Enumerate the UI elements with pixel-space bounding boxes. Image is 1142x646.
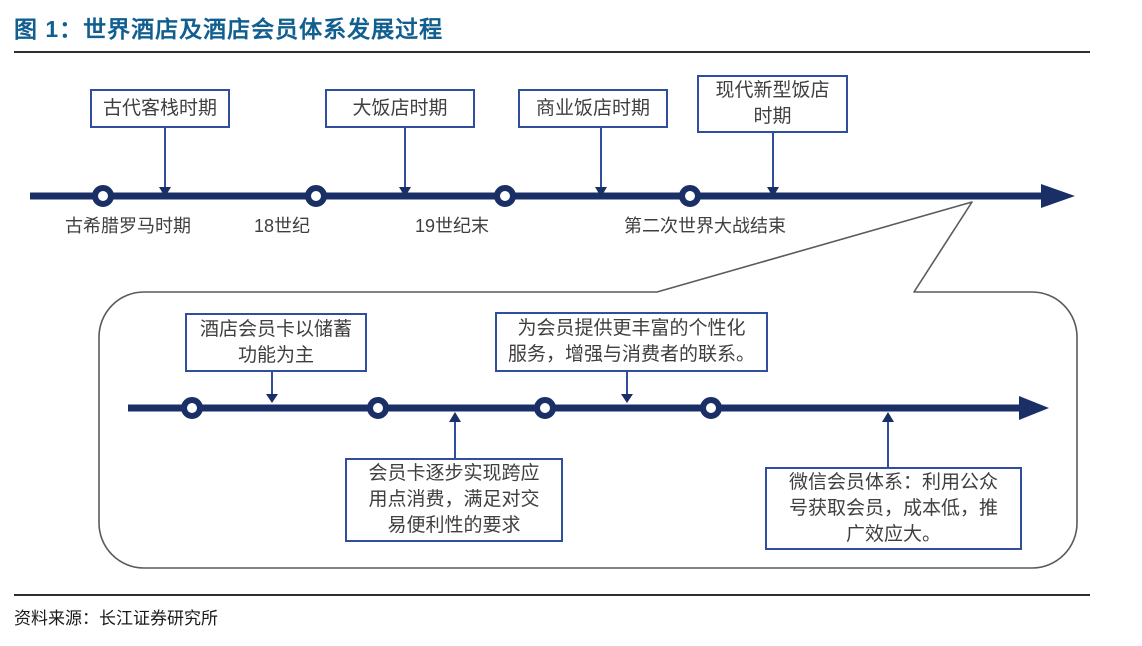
down-arrowhead-icon <box>266 394 278 403</box>
source-divider <box>14 594 1090 596</box>
timeline-arrowhead-icon <box>1041 184 1075 208</box>
era-box-grand-hotel: 大饭店时期 <box>325 89 475 128</box>
callout-box-personalized-service: 为会员提供更丰富的个性化 服务，增强与消费者的联系。 <box>495 312 768 372</box>
milestone-label-post-wwii: 第二次世界大战结束 <box>624 216 786 236</box>
timeline-node-icon <box>679 185 701 207</box>
era-box-commercial-hotel: 商业饭店时期 <box>518 89 668 128</box>
era-arrowhead-icon <box>159 187 171 197</box>
title-divider <box>14 51 1090 53</box>
milestone-label-18th-century: 18世纪 <box>253 216 311 236</box>
timeline-arrowhead-icon <box>1019 396 1049 420</box>
hotel-history-timeline <box>30 128 1075 208</box>
up-arrowhead-icon <box>449 412 461 422</box>
era-arrowhead-icon <box>767 187 779 197</box>
timeline-node-icon <box>494 185 516 207</box>
era-box-ancient-inn: 古代客栈时期 <box>90 89 230 128</box>
era-box-modern-hotel: 现代新型饭店 时期 <box>697 75 848 133</box>
timeline-node-icon <box>367 397 389 419</box>
membership-timeline <box>128 372 1049 467</box>
era-arrowhead-icon <box>595 187 607 197</box>
callout-box-wechat-membership: 微信会员体系：利用公众 号获取会员，成本低，推 广效应大。 <box>765 467 1022 550</box>
timeline-node-icon <box>181 397 203 419</box>
milestone-label-late-19th-century: 19世纪末 <box>414 216 490 236</box>
down-arrowhead-icon <box>621 394 633 403</box>
callout-box-cross-application: 会员卡逐步实现跨应 用点消费，满足对交 易便利性的要求 <box>345 458 563 542</box>
milestone-label-greek-roman: 古希腊罗马时期 <box>65 216 191 236</box>
timeline-node-icon <box>92 185 114 207</box>
timeline-node-icon <box>700 397 722 419</box>
up-arrowhead-icon <box>882 412 894 422</box>
figure-title: 图 1：世界酒店及酒店会员体系发展过程 <box>14 16 444 42</box>
callout-box-savings-card: 酒店会员卡以储蓄 功能为主 <box>185 313 367 372</box>
timeline-node-icon <box>534 397 556 419</box>
timeline-node-icon <box>305 185 327 207</box>
source-label: 资料来源：长江证券研究所 <box>14 609 218 628</box>
era-arrowhead-icon <box>399 187 411 197</box>
